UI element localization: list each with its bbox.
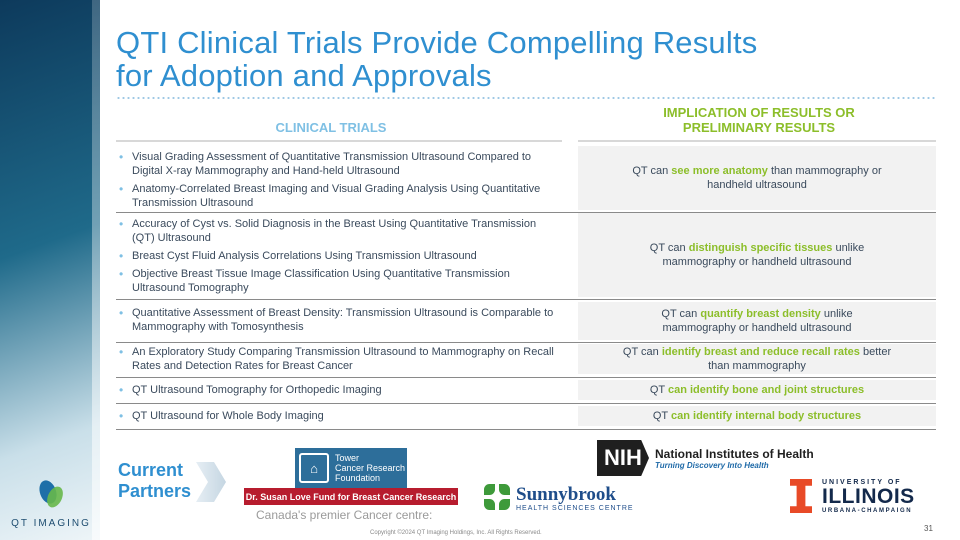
trial-item: Accuracy of Cyst vs. Solid Diagnosis in … xyxy=(119,217,556,245)
implication-text: QT can xyxy=(661,308,701,320)
sunnybrook-leaf-icon xyxy=(484,484,512,512)
implication-header-line-2: PRELIMINARY RESULTS xyxy=(682,120,836,135)
implication-header: IMPLICATION OF RESULTS OR PRELIMINARY RE… xyxy=(582,105,936,135)
illinois-i-mark-icon xyxy=(790,479,812,513)
trial-item: Visual Grading Assessment of Quantitativ… xyxy=(119,150,556,178)
implication-highlight: quantify breast density xyxy=(700,308,821,320)
title-line-2: for Adoption and Approvals xyxy=(116,58,492,93)
trial-item: Objective Breast Tissue Image Classifica… xyxy=(119,267,556,295)
tower-text-line-1: Tower xyxy=(335,453,360,463)
slide-title: QTI Clinical Trials Provide Compelling R… xyxy=(116,26,876,92)
tower-icon: ⌂ xyxy=(299,453,329,483)
nih-logo: NIH National Institutes of Health Turnin… xyxy=(597,440,829,476)
implication-text: better than mammography xyxy=(708,346,892,372)
nih-tagline: Turning Discovery Into Health xyxy=(655,460,769,470)
table-row: An Exploratory Study Comparing Transmiss… xyxy=(116,344,936,378)
trial-item: QT Ultrasound Tomography for Orthopedic … xyxy=(119,383,556,397)
table-row: QT Ultrasound Tomography for Orthopedic … xyxy=(116,380,936,404)
row-divider xyxy=(116,342,936,343)
implication-cell: QT can identify internal body structures xyxy=(578,406,936,426)
trials-cell: Accuracy of Cyst vs. Solid Diagnosis in … xyxy=(116,217,562,299)
implication-cell: QT can identify bone and joint structure… xyxy=(578,380,936,400)
implication-highlight: see more anatomy xyxy=(671,165,768,177)
implication-cell: QT can quantify breast density unlike ma… xyxy=(578,302,936,340)
partners-arrow xyxy=(196,462,226,502)
nih-badge: NIH xyxy=(597,440,649,476)
implication-cell: QT can identify breast and reduce recall… xyxy=(578,344,936,374)
table-row: Quantitative Assessment of Breast Densit… xyxy=(116,302,936,343)
implication-text: unlike mammography or handheld ultrasoun… xyxy=(662,242,865,268)
table-row: Visual Grading Assessment of Quantitativ… xyxy=(116,146,936,213)
implication-highlight: can identify internal body structures xyxy=(671,410,862,422)
table-row: Accuracy of Cyst vs. Solid Diagnosis in … xyxy=(116,213,936,300)
implication-text: QT can xyxy=(622,346,662,358)
susan-love-fund-logo: Dr. Susan Love Fund for Breast Cancer Re… xyxy=(244,488,458,505)
implication-text: QT xyxy=(649,384,668,396)
implication-highlight: distinguish specific tissues xyxy=(688,242,833,254)
page-number: 31 xyxy=(924,524,933,533)
table-row: QT Ultrasound for Whole Body Imaging QT … xyxy=(116,406,936,430)
trials-cell: Quantitative Assessment of Breast Densit… xyxy=(116,306,562,338)
implication-text: unlike mammography or handheld ultrasoun… xyxy=(662,308,853,334)
brand-name: QT IMAGING xyxy=(11,518,91,529)
implication-text: than mammography or handheld ultrasound xyxy=(707,165,882,191)
decorative-side-band xyxy=(0,0,100,540)
current-partners-label: Current Partners xyxy=(118,460,191,502)
row-divider xyxy=(116,377,936,378)
title-line-1: QTI Clinical Trials Provide Compelling R… xyxy=(116,25,758,60)
trials-cell: QT Ultrasound Tomography for Orthopedic … xyxy=(116,383,562,401)
qt-imaging-logo: QT IMAGING xyxy=(6,477,96,534)
implication-cell: QT can distinguish specific tissues unli… xyxy=(578,213,936,297)
clinical-trials-header: CLINICAL TRIALS xyxy=(275,120,387,135)
row-divider xyxy=(116,299,936,300)
trial-item: Quantitative Assessment of Breast Densit… xyxy=(119,306,556,334)
partners-label-line-1: Current xyxy=(118,460,184,480)
trials-cell: Visual Grading Assessment of Quantitativ… xyxy=(116,150,562,214)
trial-item: An Exploratory Study Comparing Transmiss… xyxy=(119,345,556,373)
trials-cell: QT Ultrasound for Whole Body Imaging xyxy=(116,409,562,427)
implication-highlight: can identify bone and joint structures xyxy=(667,384,865,396)
partners-label-line-2: Partners xyxy=(118,481,192,501)
header-rule-right xyxy=(578,140,936,142)
qt-imaging-mark-icon xyxy=(36,477,66,514)
copyright-text: Copyright ©2024 QT Imaging Holdings, Inc… xyxy=(370,530,542,536)
sunnybrook-logo: Sunnybrook HEALTH SCIENCES CENTRE xyxy=(484,477,638,519)
illinois-bottom-text: URBANA-CHAMPAIGN xyxy=(822,507,913,514)
illinois-name: ILLINOIS xyxy=(822,484,915,508)
row-divider xyxy=(116,429,936,430)
implication-cell: QT can see more anatomy than mammography… xyxy=(578,146,936,210)
nih-name: National Institutes of Health xyxy=(655,446,814,461)
implication-highlight: identify breast and reduce recall rates xyxy=(661,346,860,358)
implication-text: QT xyxy=(652,410,672,422)
row-divider xyxy=(116,403,936,404)
trials-cell: An Exploratory Study Comparing Transmiss… xyxy=(116,345,562,377)
sunnybrook-subtitle: HEALTH SCIENCES CENTRE xyxy=(516,504,634,512)
tower-cancer-research-logo: ⌂ Tower Cancer Research Foundation xyxy=(295,448,407,488)
tower-text-line-2: Cancer Research xyxy=(335,463,406,473)
university-of-illinois-logo: UNIVERSITY OF ILLINOIS URBANA-CHAMPAIGN xyxy=(790,476,934,516)
canada-cancer-centre-tagline: Canada's premier Cancer centre: xyxy=(256,508,433,522)
implication-header-line-1: IMPLICATION OF RESULTS OR xyxy=(663,105,855,120)
header-rule-left xyxy=(116,140,562,142)
row-divider xyxy=(116,212,936,213)
trial-item: Breast Cyst Fluid Analysis Correlations … xyxy=(119,249,556,263)
title-divider xyxy=(116,97,936,99)
tower-text-line-3: Foundation xyxy=(335,473,381,483)
implication-text: QT can xyxy=(649,242,689,254)
sunnybrook-name: Sunnybrook xyxy=(516,483,616,505)
trial-item: QT Ultrasound for Whole Body Imaging xyxy=(119,409,556,423)
implication-text: QT can xyxy=(632,165,672,177)
illinois-top-text: UNIVERSITY OF xyxy=(822,478,902,486)
trial-item: Anatomy-Correlated Breast Imaging and Vi… xyxy=(119,182,556,210)
